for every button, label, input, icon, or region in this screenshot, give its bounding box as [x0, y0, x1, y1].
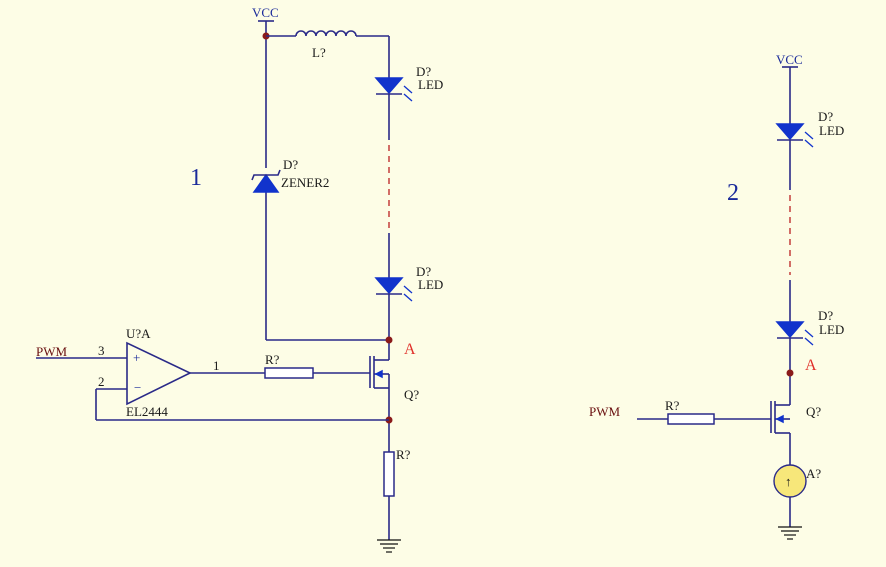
led-top-2-type: LED — [819, 123, 844, 138]
vcc-symbol-1: VCC — [252, 5, 279, 36]
sense-resistor: R? — [383, 447, 411, 497]
ammeter-ref: A? — [806, 466, 821, 481]
gate-resistor-1: R? — [264, 352, 314, 379]
gate-resistor-1-ref: R? — [265, 352, 280, 367]
zener-ref: D? — [283, 157, 298, 172]
ammeter-symbol: ↑ — [785, 474, 792, 489]
led-bottom-2-type: LED — [819, 322, 844, 337]
zener-diode: D? ZENER2 — [251, 157, 329, 193]
opamp-pin-plus: 3 — [98, 343, 105, 358]
mosfet-1: Q? — [369, 356, 419, 402]
circuit-1-number: 1 — [190, 165, 202, 191]
led-top-1: D? LED — [374, 64, 443, 102]
circuit-2: 2 VCC D? LED D? LED A — [589, 52, 844, 540]
led-bottom-1-ref: D? — [416, 264, 431, 279]
node-a-1 — [385, 336, 393, 344]
circuit-2-number: 2 — [727, 180, 739, 206]
ground-symbol-1 — [377, 539, 401, 553]
opamp-pin-minus: 2 — [98, 374, 105, 389]
led-bottom-1: D? LED — [374, 264, 443, 302]
vcc-label-1: VCC — [252, 5, 279, 20]
ground-symbol-2 — [778, 526, 802, 540]
sense-resistor-ref: R? — [396, 447, 411, 462]
inductor-ref: L? — [312, 45, 326, 60]
led-top-1-ref: D? — [416, 64, 431, 79]
led-bottom-2-ref: D? — [818, 308, 833, 323]
opamp-minus-sign: − — [134, 380, 141, 395]
opamp-pin-out: 1 — [213, 358, 220, 373]
opamp-ref: U?A — [126, 326, 151, 341]
pwm-label-2: PWM — [589, 404, 621, 419]
led-top-1-type: LED — [418, 77, 443, 92]
opamp: 3 2 + − U?A EL2444 1 — [98, 326, 220, 419]
led-top-2: D? LED — [775, 109, 844, 148]
opamp-part: EL2444 — [126, 404, 168, 419]
led-top-2-ref: D? — [818, 109, 833, 124]
zener-type: ZENER2 — [281, 175, 329, 190]
led-bottom-2: D? LED — [775, 308, 844, 346]
opamp-plus-sign: + — [133, 350, 140, 365]
ammeter: ↑ A? — [773, 464, 821, 498]
mosfet-2: Q? — [770, 401, 821, 434]
node-a-2 — [786, 369, 794, 377]
led-bottom-1-type: LED — [418, 277, 443, 292]
vcc-symbol-2: VCC — [776, 52, 803, 68]
pwm-label-1: PWM — [36, 344, 68, 359]
mosfet-1-ref: Q? — [404, 387, 419, 402]
gate-resistor-2-ref: R? — [665, 398, 680, 413]
node-a-label-2: A — [805, 357, 817, 374]
node-a-label-1: A — [404, 341, 416, 358]
vcc-label-2: VCC — [776, 52, 803, 67]
gate-resistor-2: R? — [665, 398, 715, 425]
mosfet-2-ref: Q? — [806, 404, 821, 419]
inductor: L? — [266, 30, 389, 60]
circuit-1: 1 VCC D? ZENER2 L? — [36, 5, 443, 553]
